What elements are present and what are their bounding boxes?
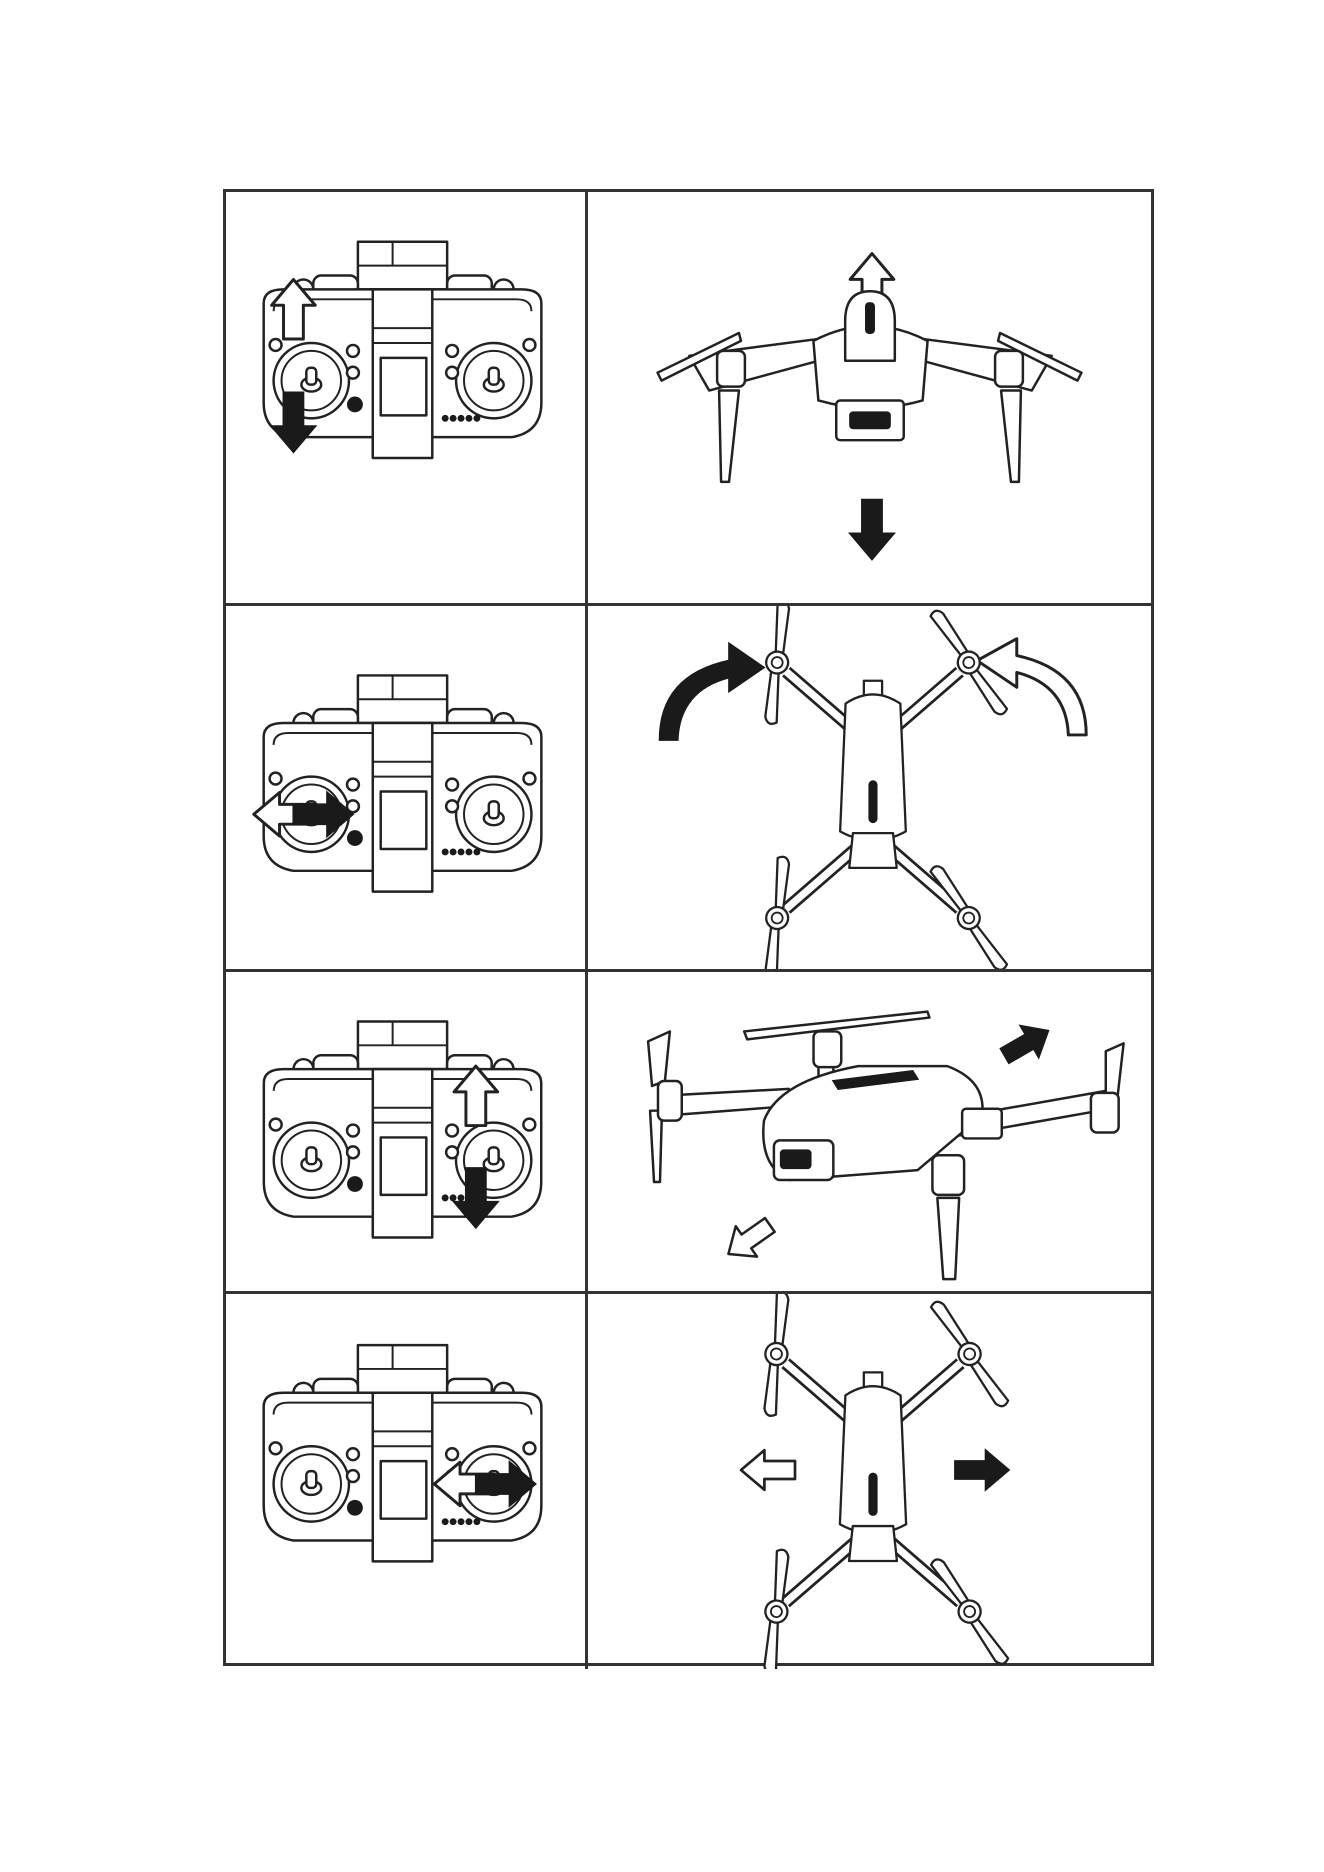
drone-cell <box>588 606 1151 969</box>
drone-cell <box>588 192 1151 603</box>
controller-icon <box>226 1294 585 1669</box>
controller-cell <box>226 192 588 603</box>
controller-cell <box>226 972 588 1291</box>
controller-icon <box>226 972 585 1291</box>
drone-top-icon <box>588 1294 1151 1669</box>
rotate-counterclockwise-icon <box>977 639 1086 735</box>
arrow-down-icon <box>850 500 894 560</box>
arrow-up-icon <box>995 1015 1057 1072</box>
rotate-clockwise-icon <box>660 644 764 740</box>
drone-cell <box>588 1294 1151 1669</box>
control-guide-grid <box>223 189 1154 1666</box>
drone-perspective-icon <box>588 972 1151 1291</box>
panel-pitch <box>226 972 1151 1294</box>
panel-throttle <box>226 192 1151 606</box>
panel-roll <box>226 1294 1151 1669</box>
controller-cell <box>226 606 588 969</box>
arrow-right-icon <box>955 1450 1009 1490</box>
drone-top-icon <box>588 606 1151 969</box>
drone-cell <box>588 972 1151 1291</box>
drone-front-icon <box>588 192 1151 603</box>
controller-icon <box>226 192 585 603</box>
controller-cell <box>226 1294 588 1669</box>
arrow-down-icon <box>718 1210 781 1269</box>
panel-yaw <box>226 606 1151 972</box>
arrow-left-icon <box>741 1450 795 1490</box>
controller-icon <box>226 606 585 969</box>
